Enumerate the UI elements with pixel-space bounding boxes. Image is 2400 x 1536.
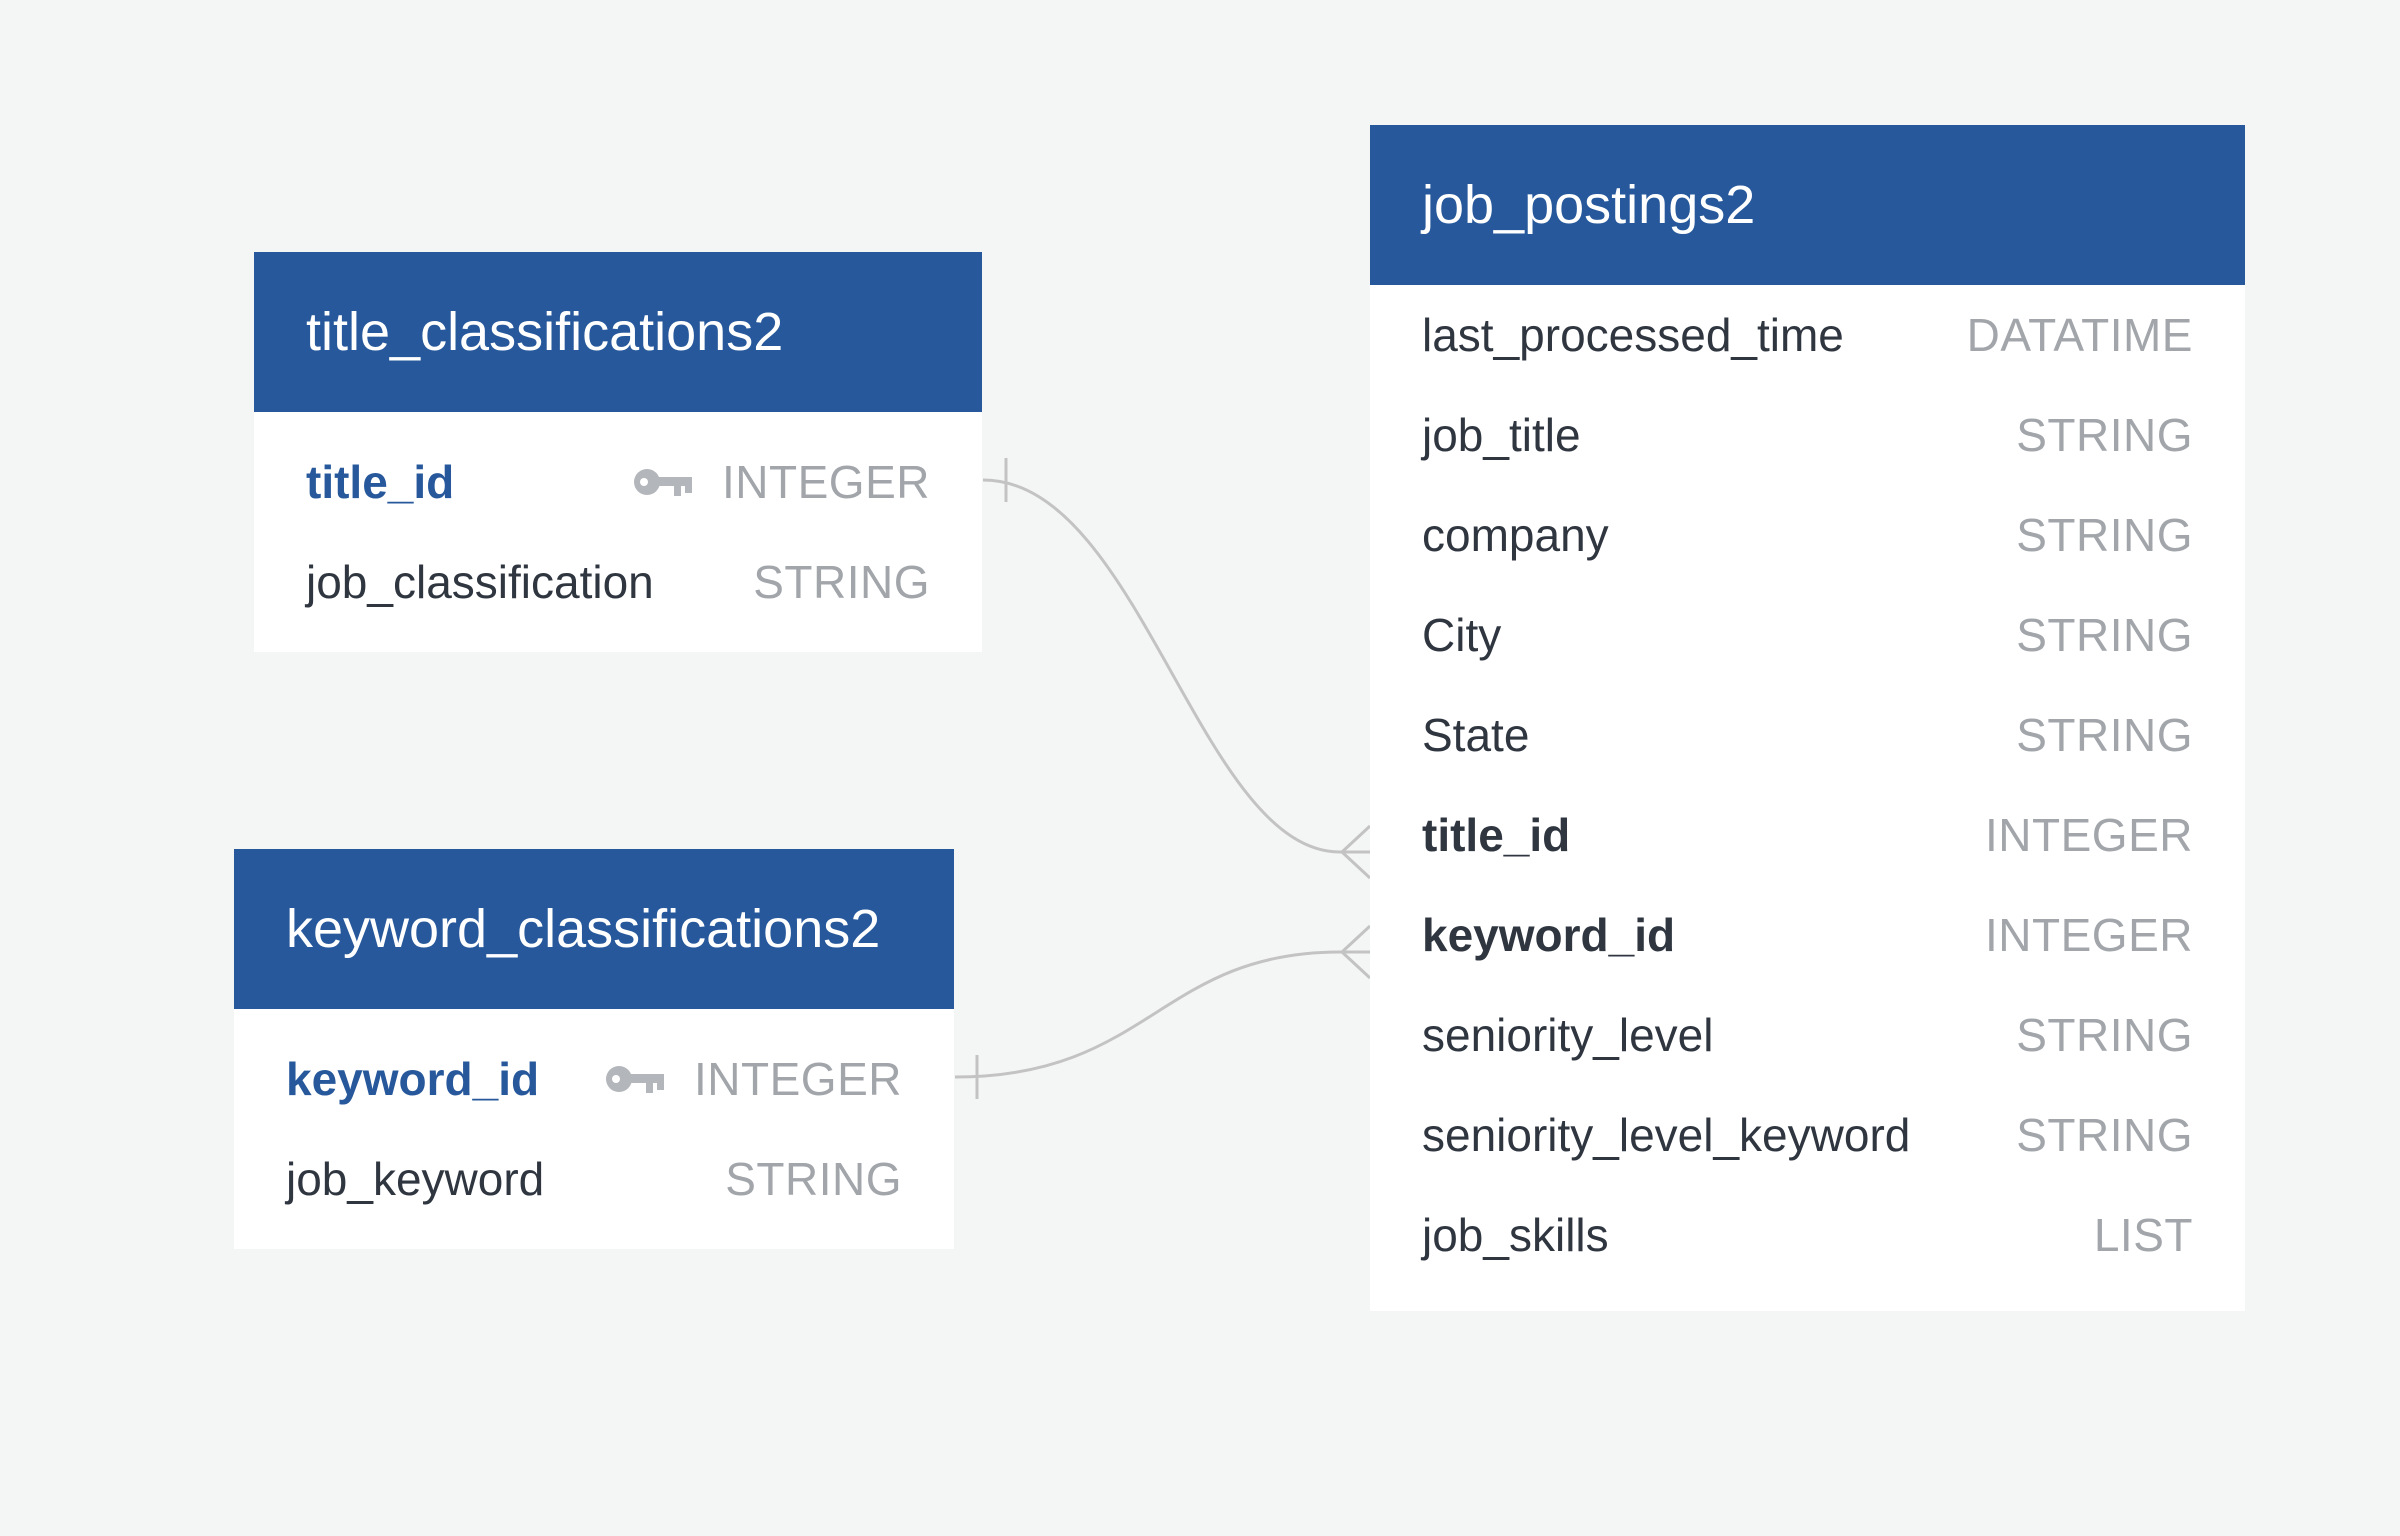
table-row[interactable]: title_id INTEGER [254,432,982,532]
table-header[interactable]: keyword_classifications2 [234,849,954,1009]
column-name: title_id [1422,809,1571,861]
column-type: STRING [2016,1109,2193,1161]
table-row[interactable]: keyword_id INTEGER [1370,885,2245,985]
table-row[interactable]: company STRING [1370,485,2245,585]
table-row[interactable]: City STRING [1370,585,2245,685]
column-name: company [1422,509,1609,561]
table-header[interactable]: job_postings2 [1370,125,2245,285]
relationship-line-keyword-id [954,950,1370,1079]
table-row[interactable]: keyword_id INTEGER [234,1029,954,1129]
key-icon [606,1066,665,1093]
column-name: job_skills [1422,1209,1609,1261]
column-type: STRING [2016,1009,2193,1061]
table-row[interactable]: job_title STRING [1370,385,2245,485]
column-type: INTEGER [694,1053,902,1105]
column-type: INTEGER [1985,809,2193,861]
key-icon [634,469,693,496]
column-type: STRING [2016,409,2193,461]
column-type: STRING [2016,509,2193,561]
column-type: LIST [2093,1209,2193,1261]
table-title-classifications[interactable]: title_classifications2 title_id INTEGER … [254,252,982,652]
crowfoot-marker-title [1340,824,1372,880]
column-type: STRING [2016,709,2193,761]
crowfoot-marker-keyword [1340,924,1372,980]
table-row[interactable]: job_classification STRING [254,532,982,632]
column-name: seniority_level [1422,1009,1714,1061]
table-row[interactable]: title_id INTEGER [1370,785,2245,885]
column-name: job_classification [306,556,654,608]
column-name: last_processed_time [1422,309,1844,361]
table-name: keyword_classifications2 [286,899,881,959]
column-type: STRING [2016,609,2193,661]
column-type: INTEGER [1985,909,2193,961]
column-type: INTEGER [722,456,930,508]
column-name: job_keyword [286,1153,545,1205]
column-name: State [1422,709,1530,761]
table-job-postings[interactable]: job_postings2 last_processed_time DATATI… [1370,125,2245,1311]
table-header[interactable]: title_classifications2 [254,252,982,412]
column-name: job_title [1422,409,1581,461]
table-row[interactable]: seniority_level STRING [1370,985,2245,1085]
table-name: job_postings2 [1422,175,1756,235]
relationship-line-title-id [982,478,1370,854]
column-type: STRING [725,1153,902,1205]
column-name: keyword_id [286,1053,540,1105]
table-row[interactable]: seniority_level_keyword STRING [1370,1085,2245,1185]
table-name: title_classifications2 [306,302,784,362]
column-name: title_id [306,456,455,508]
column-name: keyword_id [1422,909,1676,961]
column-type: STRING [753,556,930,608]
table-row[interactable]: job_skills LIST [1370,1185,2245,1285]
column-name: City [1422,609,1502,661]
column-type: DATATIME [1966,309,2193,361]
table-row[interactable]: job_keyword STRING [234,1129,954,1229]
table-row[interactable]: State STRING [1370,685,2245,785]
table-row[interactable]: last_processed_time DATATIME [1370,285,2245,385]
column-name: seniority_level_keyword [1422,1109,1911,1161]
table-keyword-classifications[interactable]: keyword_classifications2 keyword_id INTE… [234,849,954,1249]
